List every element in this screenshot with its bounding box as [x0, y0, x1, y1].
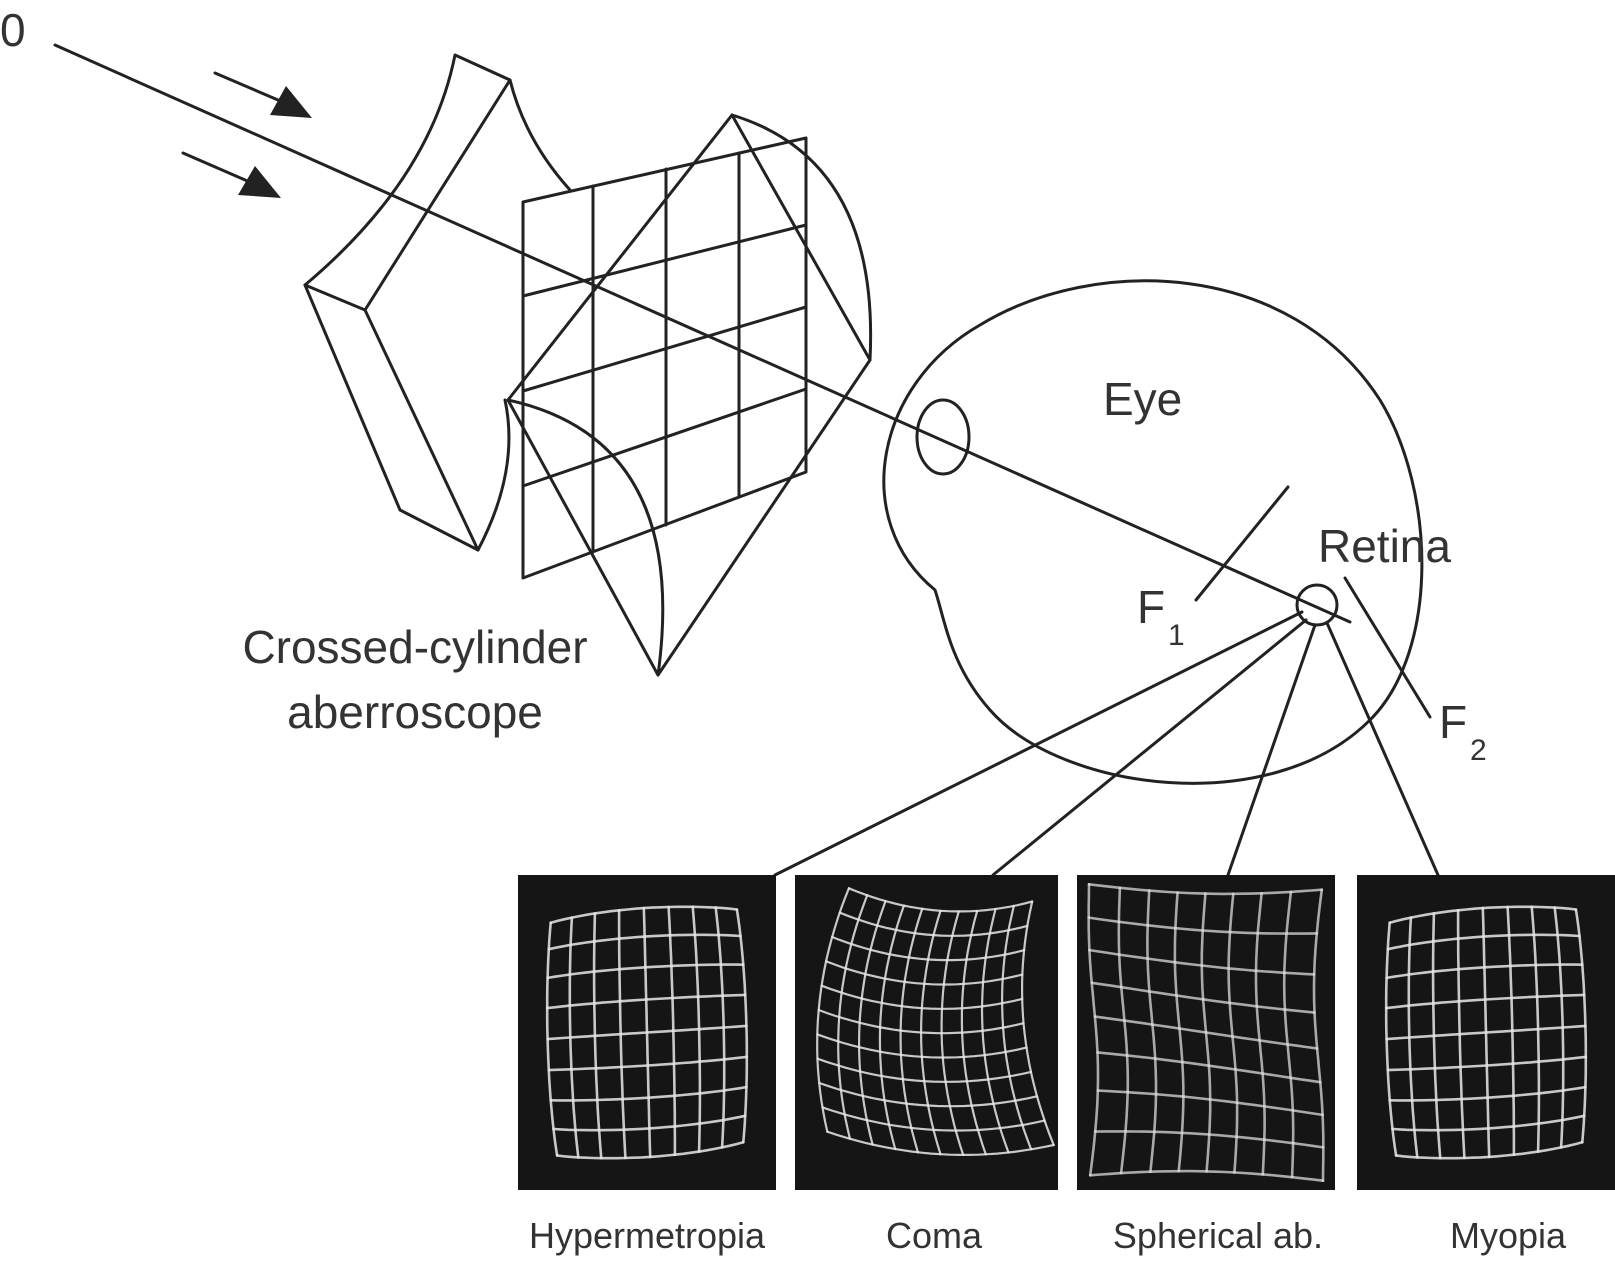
- f1-subscript: 1: [1168, 619, 1185, 652]
- result-panels: Hypermetropia Coma Spherical ab. Myopia: [518, 875, 1615, 1256]
- grid-vertical-line: [1282, 890, 1295, 1179]
- grid-horizontal-line: [549, 1085, 748, 1102]
- grid-horizontal-line: [1388, 1085, 1587, 1102]
- incident-ray: [53, 43, 1352, 624]
- grid-image-coma: [816, 887, 1055, 1156]
- grid-horizontal-line: [1088, 1169, 1325, 1182]
- grid-vertical-line: [940, 910, 965, 1156]
- grid-vertical-line: [1506, 905, 1516, 1156]
- grid-vertical-line: [960, 909, 987, 1156]
- grid-horizontal-line: [1391, 1114, 1586, 1132]
- grid-horizontal-line: [1096, 1051, 1322, 1084]
- grid-horizontal-line: [1394, 1141, 1584, 1160]
- panel-hypermetropia: Hypermetropia: [518, 875, 776, 1256]
- grid-vertical-line: [691, 905, 702, 1153]
- leader-lines: [773, 610, 1440, 877]
- grid-vertical-line: [714, 906, 726, 1149]
- arrow-upper-head: [270, 86, 312, 118]
- focal-line-f1: [1194, 485, 1290, 602]
- grid-horizontal-line: [826, 1130, 1055, 1156]
- f2-label: F: [1439, 696, 1467, 748]
- grid-vertical-line: [1553, 906, 1565, 1149]
- caption-coma: Coma: [886, 1215, 983, 1256]
- grid-horizontal-line: [818, 1081, 1039, 1108]
- arrow-lower-head: [238, 166, 281, 198]
- retina-label: Retina: [1318, 520, 1451, 572]
- panel-spherical-ab: Spherical ab.: [1077, 875, 1335, 1256]
- panel-myopia: Myopia: [1357, 875, 1615, 1256]
- arrow-upper-shaft: [213, 71, 287, 105]
- panel-coma: Coma: [795, 875, 1058, 1256]
- grid-horizontal-line: [821, 1106, 1046, 1132]
- grid-horizontal-line: [817, 1008, 1025, 1035]
- grid-image-hypermetropia: [545, 905, 749, 1160]
- aberroscope-label-line2: aberroscope: [287, 686, 543, 738]
- caption-spherical-ab: Spherical ab.: [1113, 1215, 1323, 1256]
- retina-spot: [1295, 583, 1339, 627]
- grid-vertical-line: [1254, 892, 1266, 1176]
- grid-horizontal-line: [547, 1055, 749, 1072]
- grid-vertical-line: [1530, 905, 1541, 1153]
- grid-vertical-line: [1574, 908, 1588, 1144]
- grid-horizontal-line: [1385, 1024, 1587, 1041]
- arrow-lower-shaft: [181, 151, 254, 185]
- caption-hypermetropia: Hypermetropia: [529, 1215, 766, 1256]
- eye-globe: [882, 279, 1424, 785]
- convex-cylinder-lens: [506, 113, 873, 677]
- grid-horizontal-line: [1386, 1055, 1588, 1072]
- aberroscope-label-line1: Crossed-cylinder: [242, 621, 587, 673]
- eye-label: Eye: [1103, 373, 1182, 425]
- grid-vertical-line: [1312, 888, 1325, 1182]
- grid-image-spherical-ab: [1087, 883, 1325, 1182]
- grid-horizontal-line: [1093, 1130, 1325, 1149]
- ray-number-label: 0: [0, 4, 26, 56]
- grid-plate: [521, 136, 808, 580]
- grid-vertical-line: [667, 905, 677, 1156]
- incoming-arrows: [181, 71, 312, 198]
- grid-vertical-line: [980, 907, 1010, 1154]
- caption-myopia: Myopia: [1450, 1215, 1567, 1256]
- grid-horizontal-line: [1096, 1089, 1324, 1117]
- grid-horizontal-line: [546, 1024, 748, 1041]
- f1-label: F: [1137, 581, 1165, 633]
- grid-horizontal-line: [555, 1141, 745, 1160]
- grid-horizontal-line: [816, 1033, 1028, 1059]
- pupil-lens: [915, 398, 971, 476]
- grid-vertical-line: [1227, 892, 1239, 1174]
- f2-subscript: 2: [1470, 734, 1487, 767]
- concave-cylinder-lens: [303, 53, 572, 552]
- grid-vertical-line: [735, 908, 749, 1144]
- grid-vertical-line: [1000, 904, 1033, 1151]
- grid-horizontal-line: [552, 1114, 747, 1132]
- grid-image-myopia: [1384, 905, 1588, 1160]
- grid-horizontal-line: [816, 1057, 1033, 1083]
- focal-line-f2: [1343, 576, 1432, 719]
- grid-horizontal-line: [1093, 1015, 1319, 1050]
- grid-vertical-line: [1021, 900, 1055, 1147]
